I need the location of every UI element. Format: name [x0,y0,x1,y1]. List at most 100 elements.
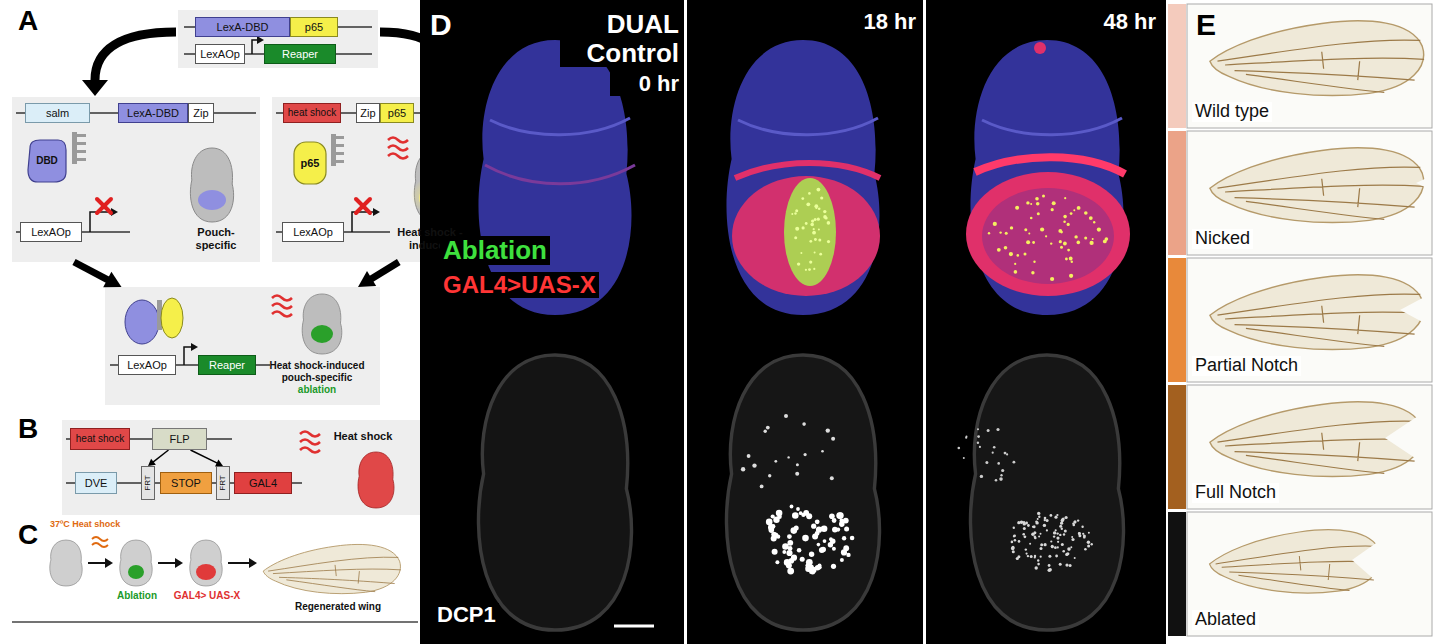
cell-dot [1046,529,1048,531]
construct-label: Reaper [209,360,245,371]
panel-letter: D [430,8,452,41]
figure-art-part [982,118,1122,135]
figure-art-part [120,540,152,586]
cell-dot [796,463,799,466]
cell-dot [826,428,830,432]
cell-dot [1012,550,1015,553]
cell-dot [1038,536,1040,538]
cell-dot [1044,543,1047,546]
cell-dot [1001,469,1004,472]
figure-art-part [72,132,86,164]
arrow-head [103,272,121,288]
panel-letter: C [18,520,38,551]
cell-dot [823,210,826,213]
cell-dot [801,513,805,517]
cell-dot [809,261,812,264]
connector [358,262,399,287]
construct-label: heat shock [76,434,124,444]
construct-box: p65 [290,17,338,37]
figure-art-part [388,154,408,159]
cell-dot [1087,541,1090,544]
cell-dot [820,547,826,553]
figure-art-part [97,199,111,213]
figure-label: 0 hr [610,72,682,96]
construct-label: p65 [305,22,323,33]
figure-art-part [966,172,1130,296]
figure-art-part [92,537,108,547]
cell-dot [784,414,788,418]
cell-dot [772,549,778,555]
cell-dot [1011,541,1014,544]
cell-dot [1028,232,1030,234]
cell-dot [1054,546,1057,549]
cell-dot [1016,557,1019,560]
cell-dot [1015,206,1019,210]
cell-dot [997,248,1001,252]
cell-dot [809,240,812,243]
cell-dot [788,546,793,551]
cell-dot [1105,237,1109,241]
cell-dot [1030,203,1032,205]
construct-box: heat shock [70,428,130,450]
cell-dot [760,485,764,489]
cell-dot [1074,557,1076,559]
figure-art-part [228,562,250,564]
figure-art-part [358,452,394,508]
cell-dot [1090,241,1094,245]
cell-dot [999,231,1001,233]
cell-dot [977,442,979,444]
figure-label: Ablated [1192,610,1259,630]
figure-art-part [336,160,344,163]
cell-dot [1065,258,1068,261]
figure-label: GAL4>UAS-X [440,272,599,298]
figure-art-part [336,152,344,155]
cell-dot [827,240,830,243]
cell-dot [1013,535,1015,537]
cell-dot [1063,215,1067,219]
cell-dot [1091,543,1093,545]
frt-site: FRT [216,466,230,500]
cell-dot [977,435,980,438]
construct-label: GAL4 [249,478,277,489]
figure-art-part [1400,294,1430,326]
cell-dot [1059,525,1062,528]
cell-dot [787,568,794,575]
cell-dot [1097,228,1101,232]
cell-dot [1057,541,1059,543]
cell-dot [1065,553,1068,556]
cell-dot [815,239,817,241]
cell-dot [1071,538,1074,541]
cell-dot [836,512,843,519]
figure-art-part [77,158,86,161]
figure-label: Partial Notch [1192,356,1301,376]
connector [74,262,122,287]
construct-label: LexAOp [293,227,333,238]
cell-dot [1052,201,1056,205]
cell-dot [1065,516,1068,519]
figure-art-part [198,190,226,210]
figure-art-part [175,558,183,568]
figure-art-part [97,199,111,213]
figure-art-part [1168,258,1186,382]
cell-dot [831,437,835,441]
construct-box: DVE [75,472,117,494]
cell-dot [820,196,823,199]
construct-box: LexAOp [20,222,82,242]
panel-caption: Heat shock-induced pouch-specific [258,360,376,383]
cell-dot [1013,461,1016,464]
cell-dot [794,212,796,214]
cell-dot [831,564,836,569]
cell-dot [1056,514,1058,516]
panel-e-art [1168,4,1432,636]
cell-dot [1056,532,1058,534]
cell-dot [1063,533,1065,535]
connector-line [191,450,218,463]
figure-art-part [1168,385,1186,509]
figure-art-part [191,343,198,351]
figure-art-part [92,537,108,541]
cell-dot [1033,531,1036,534]
cell-dot [805,222,808,225]
cell-dot [1029,543,1031,545]
cell-dot [844,527,849,532]
